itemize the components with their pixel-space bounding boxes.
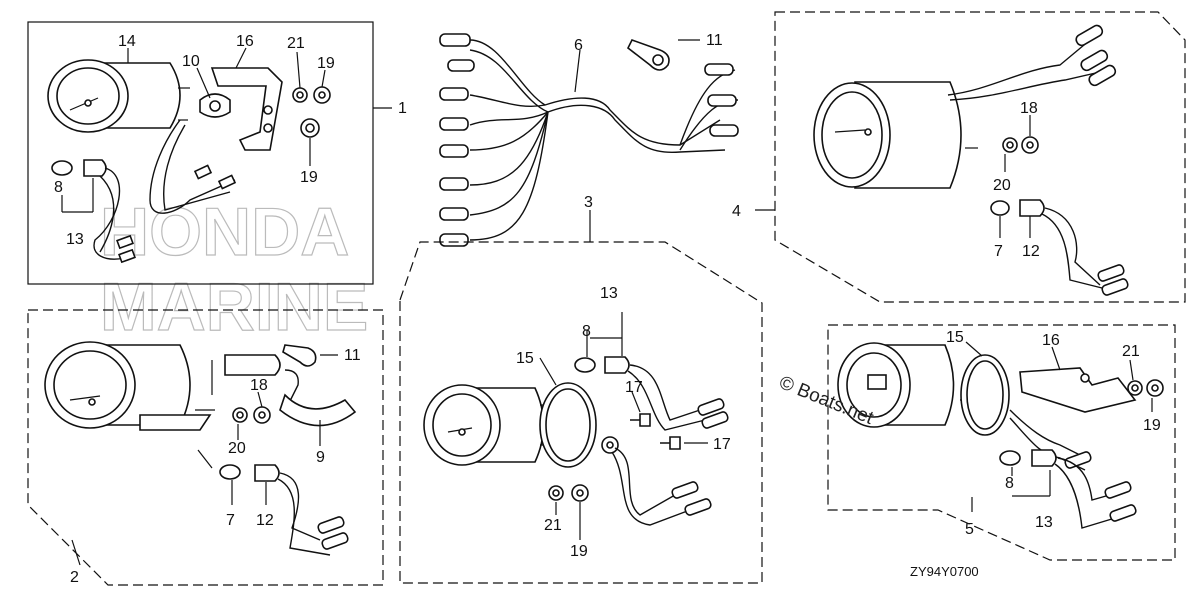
clip-icon-2: [282, 344, 317, 367]
assembly-group-5: 5 15 16: [827, 324, 1176, 561]
brand-line1: HONDA: [100, 194, 349, 270]
callout-13-5: 13: [1035, 514, 1053, 531]
callout-16-5: 16: [1042, 332, 1060, 349]
gauge-icon-3: [423, 384, 555, 466]
bulb-icon-4: [990, 200, 1010, 216]
socket-icon-4: [1019, 199, 1045, 217]
callout-8-5: 8: [1005, 475, 1014, 492]
callout-19-lower: 19: [300, 169, 318, 186]
gauge-icon: [47, 59, 190, 133]
socket-icon-5: [1031, 449, 1057, 467]
bracket-icon-5: [1019, 367, 1137, 413]
bracket-icon: [210, 67, 283, 151]
assembly-group-1: 1: [27, 21, 407, 285]
callout-21: 21: [287, 35, 305, 52]
callout-17-b: 17: [713, 436, 731, 453]
callout-13-3: 13: [600, 285, 618, 302]
callout-6: 6: [574, 37, 583, 54]
callout-11-top: 11: [706, 32, 723, 49]
callout-15-5: 15: [946, 329, 964, 346]
diagram-code: ZY94Y0700: [910, 564, 979, 579]
socket-icon-2: [254, 464, 280, 482]
callout-18-2: 18: [250, 377, 268, 394]
callout-19-top: 19: [317, 55, 335, 72]
callout-19-3: 19: [570, 543, 588, 560]
screw-icon-2: [660, 436, 681, 450]
callout-17-a: 17: [625, 379, 643, 396]
bulb-icon: [51, 160, 73, 176]
assembly-group-2: 2 11 18 20 9: [27, 309, 384, 586]
bulb-icon-5: [999, 450, 1021, 466]
callout-12-2: 12: [256, 512, 274, 529]
callout-12-4: 12: [1022, 243, 1040, 260]
callout-9: 9: [316, 449, 325, 466]
gauge-icon-5: [837, 342, 978, 428]
callout-2: 2: [70, 569, 79, 586]
callout-4: 4: [732, 203, 741, 220]
hose-curved-icon: [279, 393, 357, 427]
screw-icon: [630, 413, 651, 427]
assembly-group-3: 3: [399, 194, 763, 584]
callout-8: 8: [54, 179, 63, 196]
callout-20-2: 20: [228, 440, 246, 457]
callout-11-2: 11: [344, 347, 361, 364]
callout-5: 5: [965, 521, 974, 538]
callout-3: 3: [584, 194, 593, 211]
callout-8-3: 8: [582, 323, 591, 340]
callout-19-5: 19: [1143, 417, 1161, 434]
brand-line2: MARINE: [100, 269, 368, 345]
assembly-group-4: 4 18 20 7 12: [732, 11, 1186, 303]
bulb-icon-3: [574, 357, 596, 373]
wire-harness: [439, 33, 739, 247]
callout-1: 1: [398, 100, 407, 117]
bulb-icon-2: [219, 464, 241, 480]
socket-icon-3: [604, 356, 630, 374]
callout-15-3: 15: [516, 350, 534, 367]
callout-10: 10: [182, 53, 200, 70]
callout-13: 13: [66, 231, 84, 248]
callout-21-5: 21: [1122, 343, 1140, 360]
socket-icon: [83, 159, 107, 177]
gauge-icon-2: [44, 341, 215, 431]
hose-icon: [224, 354, 281, 376]
callout-18-4: 18: [1020, 100, 1038, 117]
callout-20-4: 20: [993, 177, 1011, 194]
callout-16: 16: [236, 33, 254, 50]
callout-7-4: 7: [994, 243, 1003, 260]
cable-clip-icon: [626, 39, 670, 71]
clamp-icon: [199, 93, 231, 118]
callout-14: 14: [118, 33, 136, 50]
callout-21-3: 21: [544, 517, 562, 534]
callout-7-2: 7: [226, 512, 235, 529]
gauge-icon-4: [813, 81, 978, 189]
